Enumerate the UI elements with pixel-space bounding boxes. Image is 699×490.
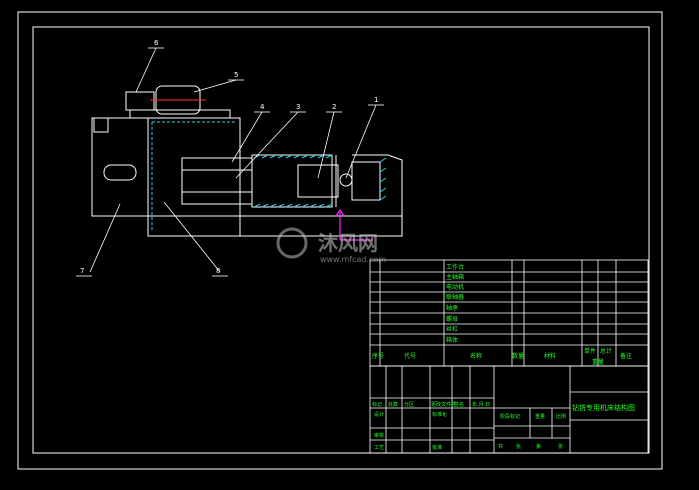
leader-2 [317, 111, 335, 179]
hatch-top [253, 154, 333, 159]
stage-scale: 比例 [556, 413, 566, 420]
coupling [125, 91, 155, 111]
ball [339, 173, 353, 187]
watermark-brand: 沐风网 [318, 231, 378, 255]
row-8: 工作台 [446, 263, 464, 271]
header-total: 总计 [600, 347, 612, 355]
sig-count: 处数 [388, 401, 398, 408]
top-plate [129, 109, 231, 119]
parts-list-text: 序号 代号 名称 数量 材料 单件 总计 备注 重量 工作台 主轴箱 电动机 联… [372, 263, 632, 366]
end-bracket [352, 154, 403, 216]
row-2: 丝杠 [446, 325, 458, 333]
standard-label: 标准化 [432, 411, 447, 418]
designer-label: 设计 [374, 411, 384, 418]
nut [297, 164, 339, 198]
hatch-end [379, 157, 387, 201]
watermark: 沐风网 www.mfcad.com [276, 227, 386, 264]
row-7: 主轴箱 [446, 273, 464, 281]
sheet-unit-2: 张 [558, 443, 563, 450]
review-label: 审核 [374, 432, 384, 439]
sheet-no: 第 [536, 443, 541, 450]
row-6: 电动机 [446, 283, 464, 291]
drawing-title: 钻铣专用机床结构图 [572, 403, 635, 412]
approve-label: 批准 [432, 444, 442, 451]
ucs-icon [335, 208, 372, 241]
header-unit: 单件 [584, 347, 596, 355]
left-box [91, 117, 149, 217]
row-1: 箱体 [446, 336, 458, 344]
leader-3 [235, 111, 299, 179]
leader-7 [89, 203, 121, 273]
header-name: 名称 [470, 352, 482, 360]
left-motor [103, 164, 137, 181]
watermark-url: www.mfcad.com [320, 255, 386, 264]
header-weight: 重量 [592, 358, 604, 366]
column [147, 117, 241, 237]
watermark-logo-icon [276, 227, 308, 259]
balloon-8: 8 [216, 267, 220, 275]
sig-date: 年.月.日 [472, 401, 490, 408]
inner-frame [32, 26, 650, 454]
process-label: 工艺 [374, 445, 384, 451]
parts-list-grid [369, 259, 649, 367]
outer-frame [17, 11, 663, 470]
sheet-total: 共 [498, 443, 503, 450]
row-4: 轴承 [446, 304, 458, 312]
stage-weight: 重量 [535, 413, 545, 420]
column-dash [151, 121, 236, 232]
leaders [76, 47, 384, 277]
spindle-housing [181, 157, 253, 205]
row-5: 联轴器 [446, 293, 464, 301]
leader-6 [135, 47, 157, 93]
balloon-2: 2 [332, 103, 336, 111]
balloon-4: 4 [260, 103, 265, 111]
leader-5 [193, 79, 237, 93]
title-block-grid [369, 365, 649, 454]
header-material: 材料 [544, 352, 556, 360]
leader-8 [163, 201, 221, 273]
balloon-5: 5 [234, 71, 238, 79]
sig-change: 更改文件号 [431, 401, 456, 408]
hatching [253, 154, 387, 208]
bed [147, 215, 403, 237]
balloon-labels: 1 2 3 4 5 6 7 8 [80, 39, 378, 275]
stage-mark: 阶段标记 [500, 413, 520, 420]
row-3: 螺母 [446, 315, 458, 323]
sheet-unit-1: 张 [516, 443, 521, 450]
balloon-3: 3 [296, 103, 300, 111]
barrel [251, 154, 333, 208]
leader-4 [231, 111, 263, 163]
balloon-1: 1 [374, 96, 378, 104]
balloon-7: 7 [80, 267, 84, 275]
small-bracket [93, 117, 109, 133]
balloon-6: 6 [154, 39, 159, 47]
leader-1 [345, 104, 377, 179]
sig-zone: 分区 [404, 401, 414, 408]
sig-mark: 标记 [372, 401, 382, 408]
header-no: 序号 [372, 352, 384, 360]
end-bearing [351, 161, 381, 201]
header-qty: 数量 [512, 352, 524, 360]
title-block-text: 标记 处数 分区 更改文件号 签名 年.月.日 设计 标准化 审核 工艺 批准 … [372, 401, 566, 451]
hatch-bottom [253, 203, 333, 208]
machine-assembly [91, 85, 403, 237]
sig-sign: 签名 [454, 401, 464, 408]
header-code: 代号 [404, 352, 416, 360]
header-remark: 备注 [620, 352, 632, 360]
